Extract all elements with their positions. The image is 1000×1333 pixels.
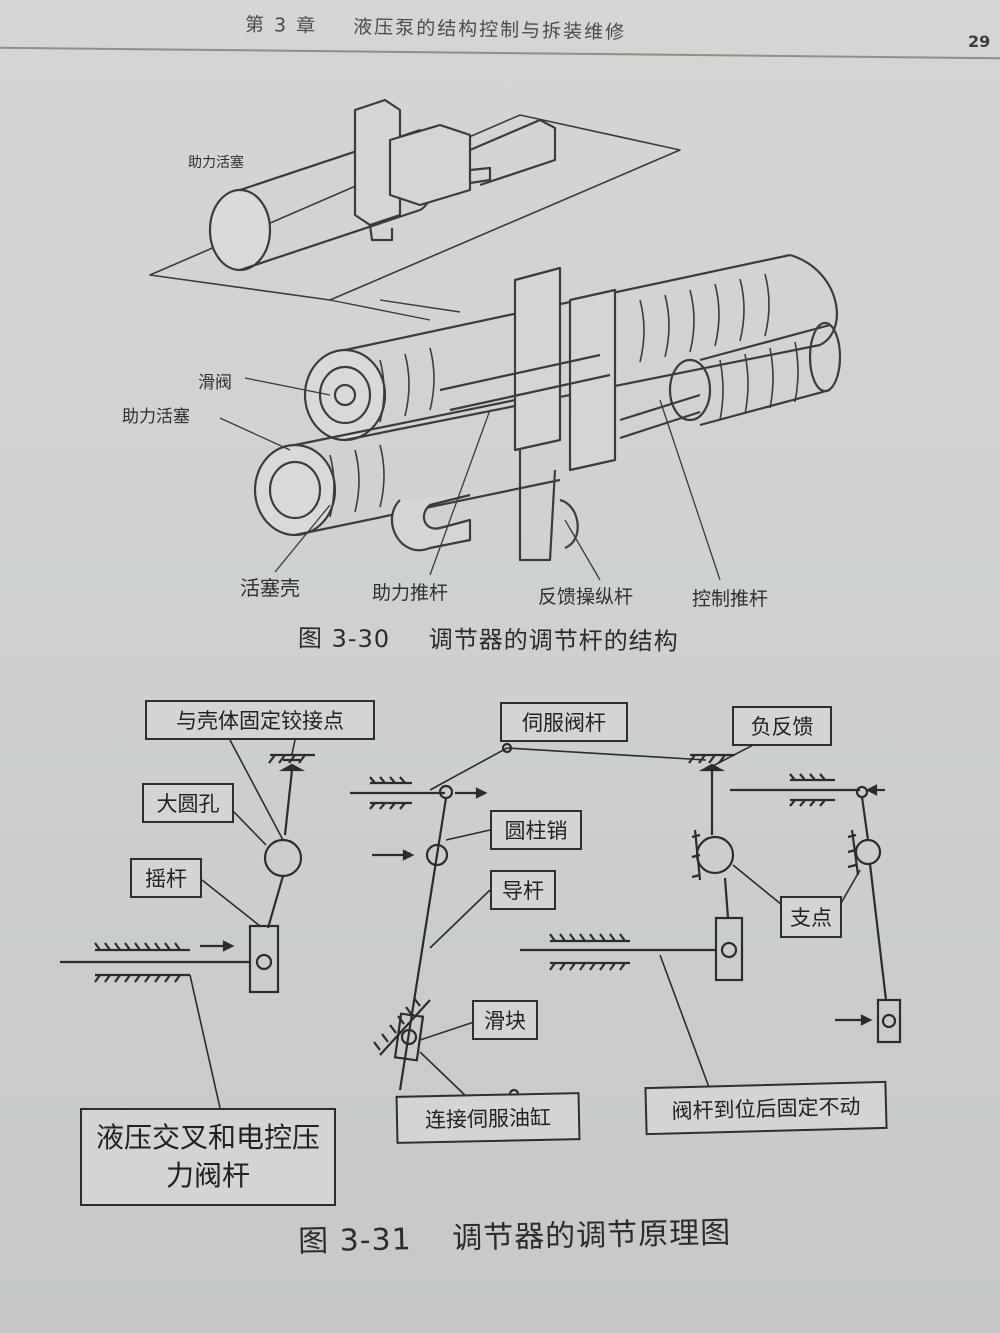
fulcrum-label: 支点 [780,896,842,938]
negative-feedback-label: 负反馈 [732,706,832,746]
figure-3-31-caption: 图 3-31 调节器的调节原理图 [298,1207,732,1260]
regulator-rod-structure-drawing [149,98,842,581]
fixed-hinge-point-label: 与壳体固定铰接点 [145,700,375,740]
big-round-hole-label: 大圆孔 [142,783,234,823]
slider-label: 滑块 [472,1000,538,1040]
rocker-label: 摇杆 [130,858,202,898]
connect-servo-cylinder-label: 连接伺服油缸 [395,1092,581,1144]
cylinder-pin-label: 圆柱销 [490,810,582,850]
label-control-push-rod: 控制推杆 [692,588,769,610]
figure-3-31-number: 图 3-31 [297,1222,413,1260]
figure-3-31-title: 调节器的调节原理图 [451,1215,732,1257]
label-booster-piston-top: 助力活塞 [188,155,244,171]
page-number: 29 [968,32,991,51]
servo-valve-lever-label: 伺服阀杆 [500,702,628,742]
hydraulic-cross-valve-label: 液压交叉和电控压力阀杆 [80,1108,336,1206]
guide-rod-label: 导杆 [490,870,556,910]
label-feedback-lever: 反馈操纵杆 [538,586,634,608]
label-booster-push-rod: 助力推杆 [372,582,449,604]
label-slide-valve: 滑阀 [198,373,232,393]
label-piston-housing: 活塞壳 [240,576,300,600]
valve-lock-label: 阀杆到位后固定不动 [644,1080,888,1136]
label-booster-piston: 助力活塞 [122,407,190,427]
